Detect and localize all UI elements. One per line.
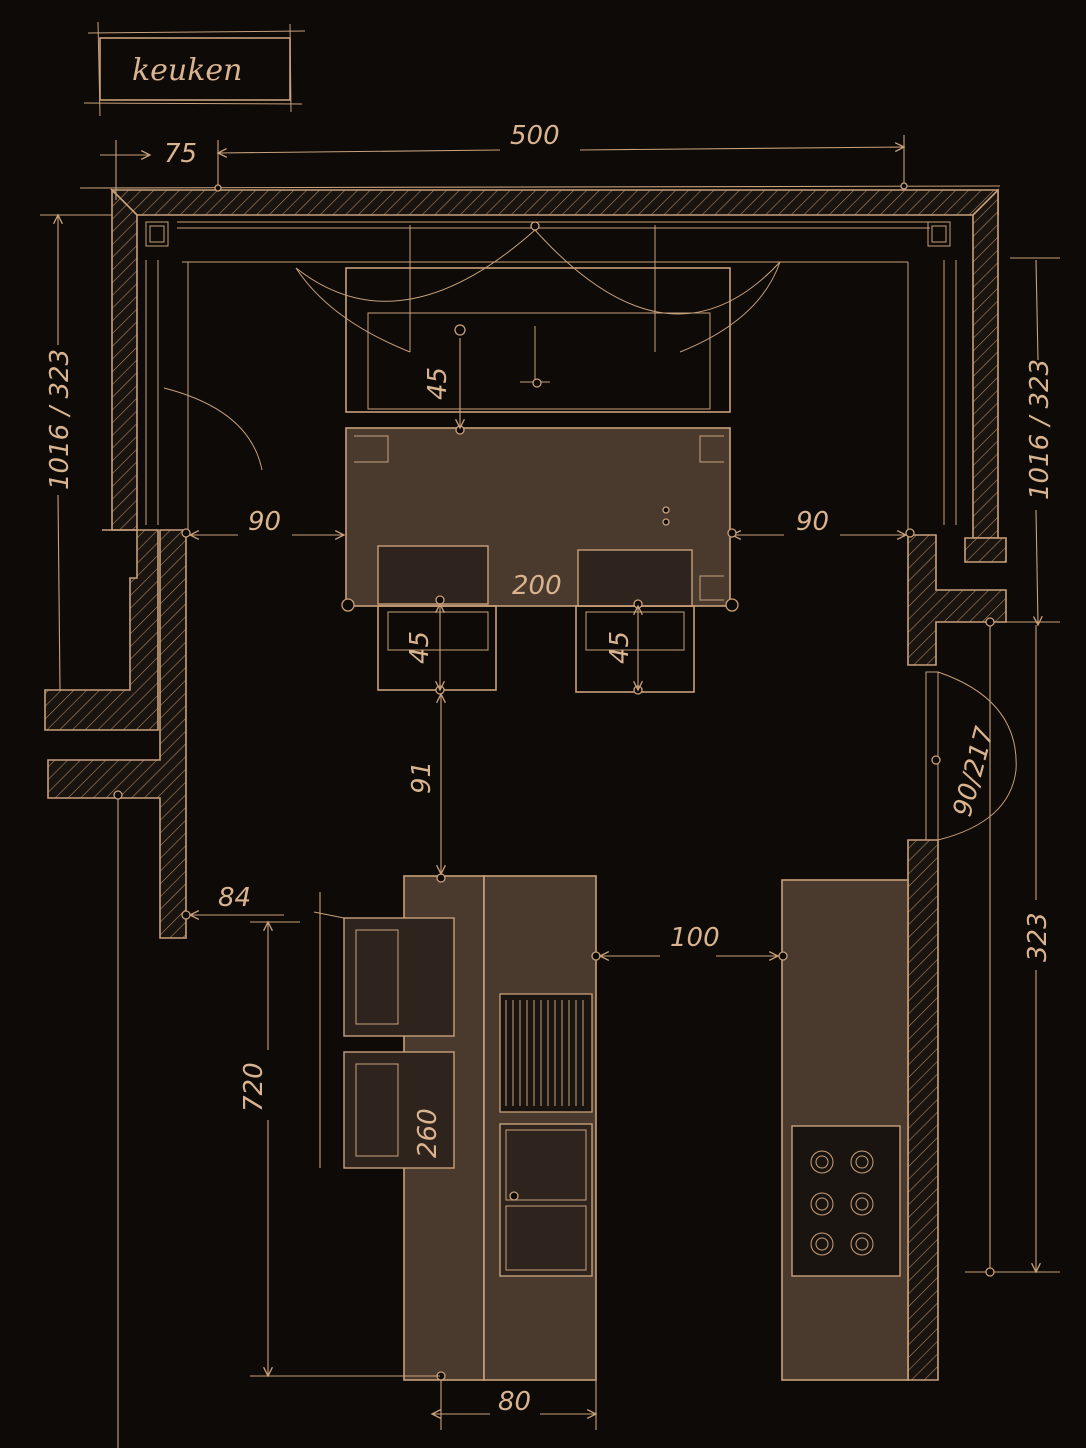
title-box: keuken <box>83 21 306 117</box>
dim-island-width: 200 <box>512 571 562 601</box>
bar-stools <box>341 595 739 695</box>
burner-ring <box>855 1237 869 1251</box>
burner-ring <box>855 1197 869 1211</box>
right-counter-run <box>778 879 909 1381</box>
dim-left-height: 1016 / 323 <box>45 349 75 490</box>
dish-drainer <box>505 1000 584 1106</box>
dim-right-clearance: 90 <box>796 507 829 537</box>
dim-stool-left: 45 <box>405 631 435 664</box>
burner-ring <box>850 1192 874 1216</box>
burner-ring <box>810 1232 834 1256</box>
cooktop-burners <box>810 1150 874 1256</box>
dim-stool-right: 45 <box>605 631 635 664</box>
burner-ring <box>850 1232 874 1256</box>
burner-ring <box>815 1237 829 1251</box>
dim-right-height: 1016 / 323 <box>1025 359 1055 500</box>
burner-ring <box>810 1192 834 1216</box>
dim-door: 90/217 <box>948 723 1001 820</box>
dim-run-length: 720 <box>239 1062 269 1112</box>
window-bench <box>345 267 731 413</box>
dim-top-width: 500 <box>510 121 560 151</box>
burner-ring <box>815 1197 829 1211</box>
burner-ring <box>810 1150 834 1174</box>
dimension-lines <box>40 135 1060 1448</box>
title-label: keuken <box>132 53 243 88</box>
left-counter-run <box>343 873 601 1381</box>
burner-ring <box>815 1155 829 1169</box>
dim-top-offset: 75 <box>164 139 197 169</box>
dim-counter-gap: 100 <box>670 923 720 953</box>
dim-aisle-gap: 91 <box>407 761 437 794</box>
dim-tall-unit: 260 <box>413 1108 443 1158</box>
dim-counter-width: 80 <box>498 1387 531 1417</box>
dim-wall-offset: 84 <box>218 883 251 913</box>
kitchen-island <box>345 425 731 607</box>
side-door <box>925 671 1017 841</box>
burner-ring <box>855 1155 869 1169</box>
dim-window-depth: 45 <box>423 367 453 400</box>
dim-left-clearance: 90 <box>248 507 281 537</box>
dim-right-segment: 323 <box>1023 912 1053 962</box>
burner-ring <box>850 1150 874 1174</box>
